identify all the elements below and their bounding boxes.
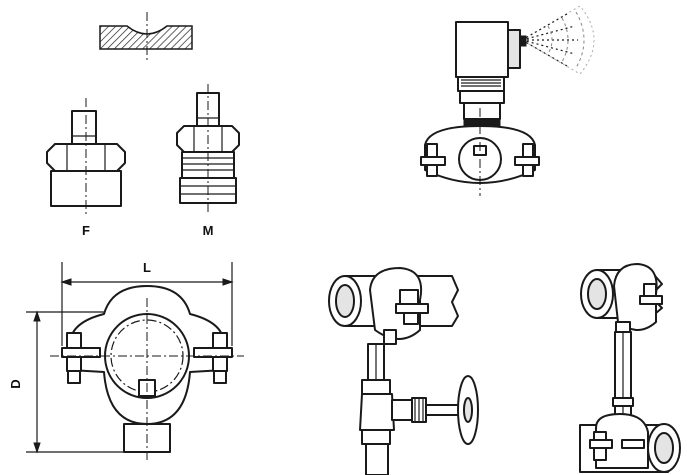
fitting-f bbox=[46, 98, 126, 214]
fitting-m bbox=[176, 84, 240, 212]
clamp-with-sprayer bbox=[420, 5, 595, 196]
spray-cone bbox=[521, 5, 595, 75]
dimension-l-label: L bbox=[143, 260, 151, 275]
clamp-with-valve bbox=[328, 267, 479, 475]
fitting-m-label: M bbox=[203, 223, 214, 238]
dimension-d-label: D bbox=[8, 379, 23, 388]
fitting-f-label: F bbox=[82, 223, 90, 238]
dimensioned-clamp: L D bbox=[8, 260, 244, 462]
clamp-pair-connection bbox=[579, 263, 681, 473]
saddle-seat-section bbox=[99, 12, 193, 62]
